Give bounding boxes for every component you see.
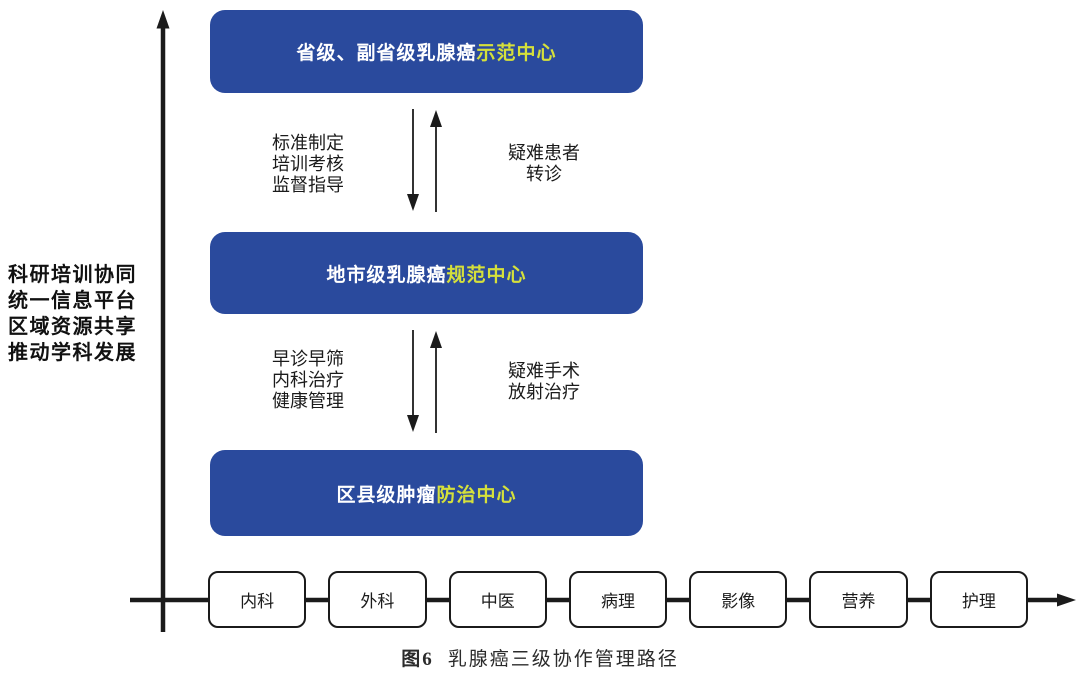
- figure-caption: 图6 乳腺癌三级协作管理路径: [0, 644, 1080, 671]
- flow-label-down-1: 标准制定 培训考核 监督指导: [253, 133, 363, 196]
- level-box-county: 区县级肿瘤防治中心: [210, 450, 643, 536]
- level-label-text: 省级、副省级乳腺癌: [296, 43, 477, 64]
- level-label-text: 区县级肿瘤: [336, 484, 437, 506]
- flow-line: 健康管理: [272, 391, 344, 411]
- flow-line: 监督指导: [272, 175, 344, 195]
- level-label-highlight: 防治中心: [436, 484, 517, 506]
- level-box-municipal: 地市级乳腺癌规范中心: [210, 232, 643, 314]
- flow-line: 转诊: [526, 164, 562, 184]
- side-goals-label: 科研培训协同 统一信息平台 区域资源共享 推动学科发展: [8, 262, 137, 366]
- level-label-text: 地市级乳腺癌: [326, 264, 447, 286]
- flow-line: 标准制定: [272, 133, 344, 153]
- department-box-1: 内科: [208, 571, 307, 628]
- flow-label-up-2: 疑难手术 放射治疗: [489, 361, 599, 403]
- level-box-municipal-label: 地市级乳腺癌规范中心: [326, 260, 526, 287]
- department-box-5: 影像: [689, 571, 788, 628]
- side-goal-line: 统一信息平台: [8, 290, 137, 312]
- figure-title: 乳腺癌三级协作管理路径: [447, 649, 679, 670]
- flow-line: 疑难患者: [508, 143, 580, 163]
- down-arrow-2: [407, 330, 419, 432]
- flow-line: 培训考核: [272, 154, 344, 174]
- level-label-highlight: 示范中心: [476, 43, 557, 64]
- flow-line: 放射治疗: [508, 382, 580, 402]
- department-box-7: 护理: [929, 571, 1028, 628]
- up-arrow-2: [430, 331, 442, 433]
- y-axis-arrow: [156, 10, 170, 632]
- flow-label-up-1: 疑难患者 转诊: [489, 143, 599, 185]
- flow-line: 早诊早筛: [272, 349, 344, 369]
- figure-number: 图6: [401, 649, 434, 670]
- department-box-6: 营养: [809, 571, 908, 628]
- side-goal-line: 推动学科发展: [8, 342, 137, 364]
- level-box-county-label: 区县级肿瘤防治中心: [336, 480, 516, 507]
- side-goal-line: 区域资源共享: [8, 316, 137, 338]
- flow-label-down-2: 早诊早筛 内科治疗 健康管理: [253, 349, 363, 412]
- flow-line: 疑难手术: [508, 361, 580, 381]
- department-row: 内科 外科 中医 病理 影像 营养 护理: [208, 571, 1028, 628]
- department-box-4: 病理: [568, 571, 668, 628]
- up-arrow-1: [430, 110, 442, 212]
- down-arrow-1: [407, 109, 419, 211]
- department-box-3: 中医: [448, 571, 547, 628]
- department-box-2: 外科: [328, 571, 427, 628]
- level-label-highlight: 规范中心: [446, 264, 527, 286]
- level-box-provincial-label: 省级、副省级乳腺癌示范中心: [296, 38, 556, 65]
- level-box-provincial: 省级、副省级乳腺癌示范中心: [210, 10, 643, 93]
- flow-line: 内科治疗: [272, 370, 344, 390]
- side-goal-line: 科研培训协同: [8, 264, 137, 286]
